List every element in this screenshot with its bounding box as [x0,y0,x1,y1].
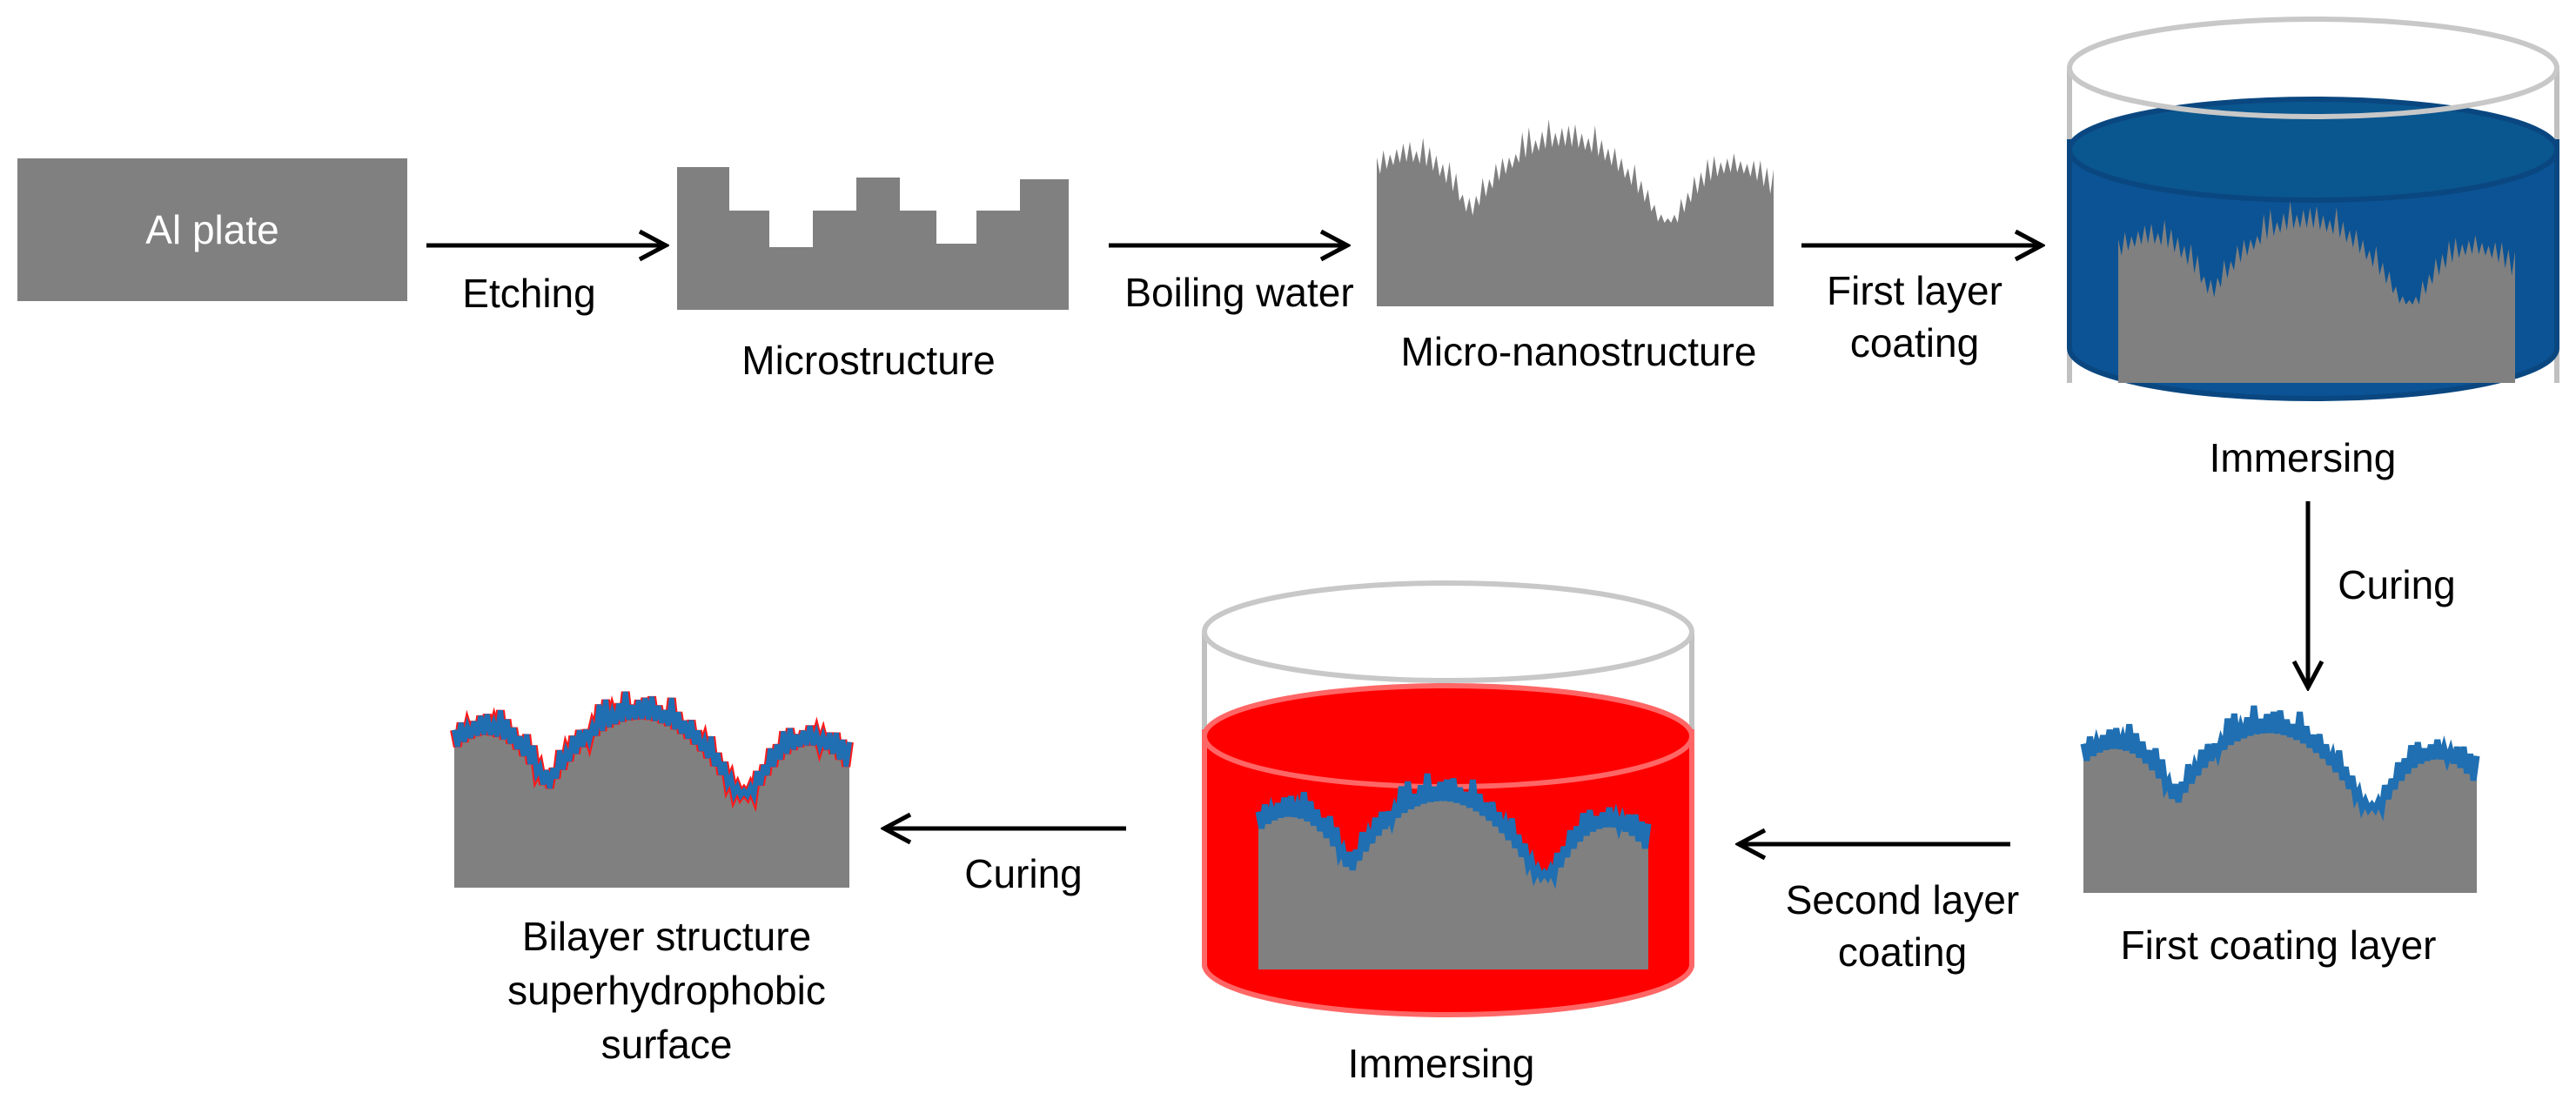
step-label-second-layer: Second layer [1786,877,2020,922]
liquid-blue-surface [2067,97,2559,203]
step-label-bilayer-1: Bilayer structure [522,914,811,959]
step-label-second-coating: coating [1838,929,1967,975]
liquid-red-surface [1202,683,1694,789]
step-label-microstructure: Microstructure [741,338,995,383]
step-label-first-coating-layer: First coating layer [2120,922,2436,968]
beaker-icon [2067,17,2559,401]
immersed-coated-substrate [1258,774,1648,969]
micro-nanostructure-body [1377,119,1774,306]
step-label-bilayer-3: surface [601,1022,733,1067]
step-label-first-layer: First layer [1827,268,2002,313]
first-coating-layer-shape [2080,705,2480,893]
step-label-curing-2: Curing [964,851,1083,896]
first-coating-inner-outline [452,691,852,806]
beaker-rim [2067,17,2559,119]
immersed-substrate [2118,201,2515,383]
immersed-coating-outline [1255,773,1652,889]
beaker-rim [1202,580,1694,683]
first-coating-body [2083,706,2477,893]
first-coating-outline [2080,705,2480,822]
step-label-immersing-2: Immersing [1348,1041,1535,1086]
al-plate-rect [17,158,407,301]
bilayer-body [454,692,849,888]
beaker-icon [1202,580,1694,1017]
step-label-etching: Etching [462,271,595,316]
step-label-micro-nanostructure: Micro-nanostructure [1400,329,1756,374]
step-label-boiling-water: Boiling water [1124,270,1353,315]
al-plate: Al plate [17,158,407,301]
microstructure-shape [677,167,1069,310]
step-label-curing-1: Curing [2338,562,2456,607]
al-plate-label: Al plate [145,207,278,252]
step-label-first-coating: coating [1850,320,1979,366]
step-label-immersing-1: Immersing [2210,435,2397,480]
step-label-bilayer-2: superhydrophobic [507,968,826,1013]
bilayer-structure-shape [450,691,854,888]
micro-nanostructure-shape [1377,119,1774,306]
